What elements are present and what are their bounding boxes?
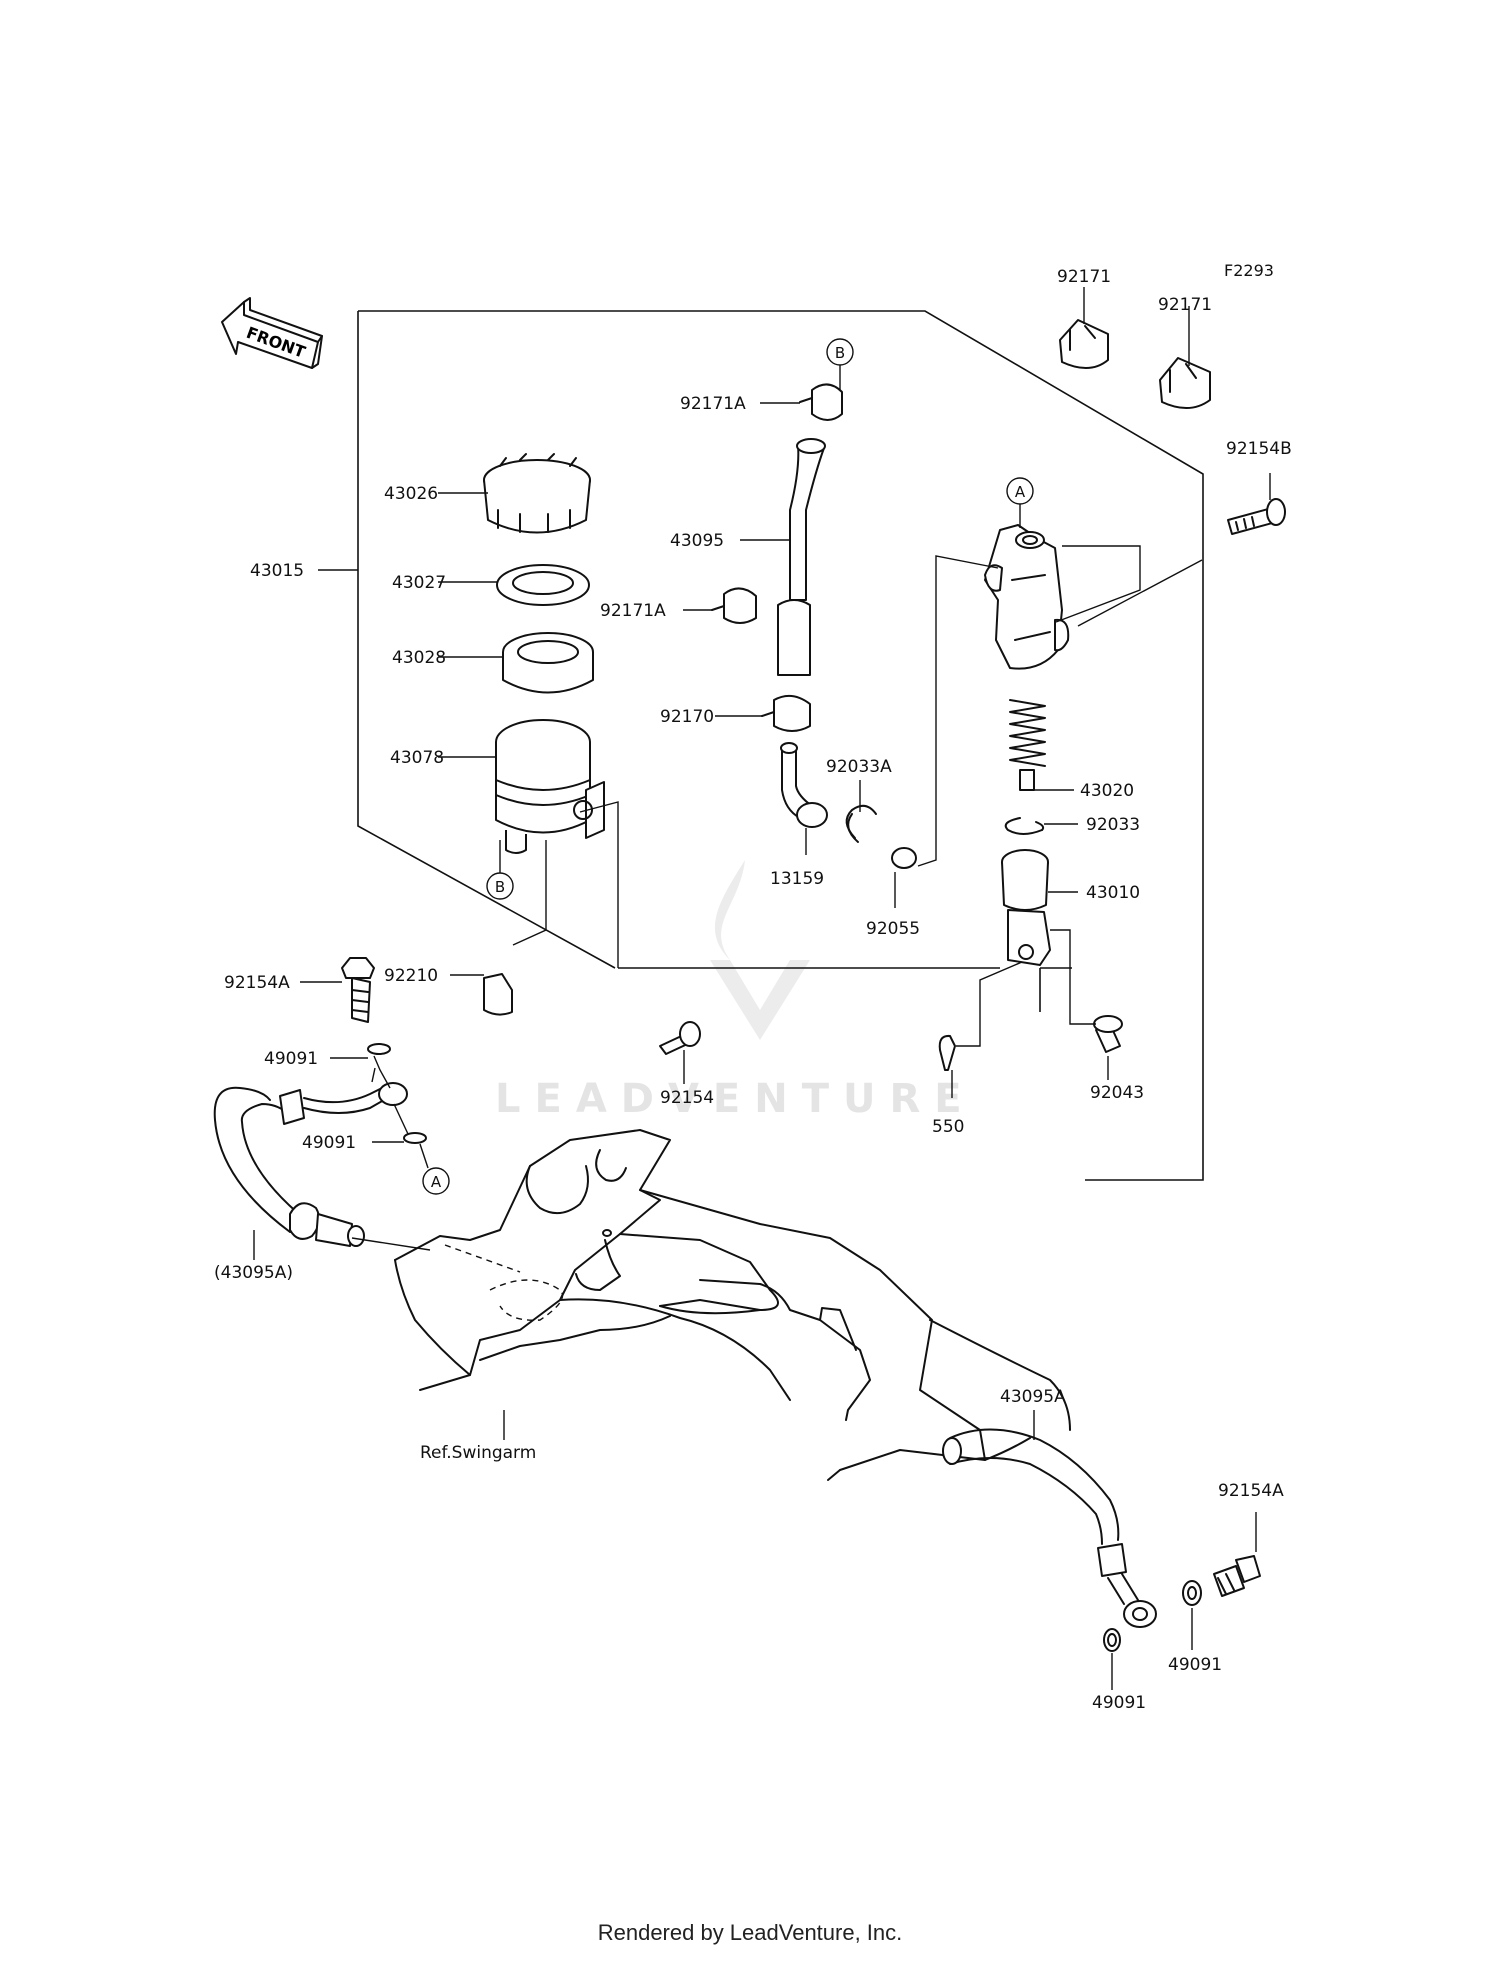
bolt-92154a-left: [341, 957, 375, 1023]
watermark-text: LEADVENTURE: [495, 1076, 976, 1122]
label-92033: 92033: [1086, 815, 1140, 835]
callout-b-reservoir: B: [486, 872, 514, 900]
label-92171-left: 92171: [1057, 267, 1111, 287]
hose-43095: [789, 438, 826, 601]
label-92055: 92055: [866, 919, 920, 939]
label-49091-right-1: 49091: [1168, 1655, 1222, 1675]
clamp-mid: [711, 587, 757, 624]
svg-text:A: A: [431, 1173, 442, 1191]
label-43095a: 43095A: [1000, 1387, 1066, 1407]
footer-credit: Rendered by LeadVenture, Inc.: [597, 1920, 903, 1945]
label-92033a: 92033A: [826, 757, 892, 777]
svg-text:A: A: [1015, 483, 1026, 501]
clamp-top: [799, 383, 843, 421]
clamp-92171-left: [1059, 319, 1109, 369]
label-13159: 13159: [770, 869, 824, 889]
assembly-frame: [357, 310, 1204, 1181]
label-43020: 43020: [1080, 781, 1134, 801]
callout-a-cylinder: A: [1006, 477, 1034, 505]
reservoir-tank: [495, 719, 605, 854]
push-rod-43010: [1001, 849, 1051, 966]
bolt-92154: [659, 1021, 701, 1055]
label-92154a-left: 92154A: [224, 973, 290, 993]
washer-49091-right-2: [1103, 1628, 1121, 1652]
leader-lines: [253, 287, 1271, 1690]
label-550: 550: [932, 1117, 964, 1137]
brake-hose-left: [213, 1082, 408, 1247]
reservoir-cap: [483, 453, 591, 534]
part-labels: 43015 43026 43027 43028 43078 92171A 430…: [214, 267, 1292, 1713]
label-43015: 43015: [250, 561, 304, 581]
bolt-92154b: [1227, 498, 1286, 535]
front-arrow-icon: FRONT: [221, 297, 323, 369]
label-92210: 92210: [384, 966, 438, 986]
label-43028: 43028: [392, 648, 446, 668]
washer-49091-right-1: [1182, 1580, 1202, 1606]
spring-43020: [1009, 699, 1046, 791]
clamp-92171-right: [1159, 357, 1211, 409]
label-43026: 43026: [384, 484, 438, 504]
label-43027: 43027: [392, 573, 446, 593]
label-49091-bottom: 49091: [302, 1133, 356, 1153]
label-92154a-right: 92154A: [1218, 1481, 1284, 1501]
label-92043: 92043: [1090, 1083, 1144, 1103]
washer-49091-top: [367, 1043, 391, 1055]
brake-hose-right: [942, 1428, 1157, 1628]
watermark: LEADVENTURE: [495, 860, 976, 1122]
master-cylinder-body: [984, 524, 1070, 670]
diagram-code: F2293: [1224, 261, 1274, 280]
svg-text:B: B: [835, 344, 845, 362]
callout-a-hose: A: [422, 1167, 450, 1195]
bolt-92154a-right: [1213, 1555, 1261, 1597]
label-43095a-paren: (43095A): [214, 1263, 293, 1283]
label-92170: 92170: [660, 707, 714, 727]
pin-92043: [1093, 1015, 1123, 1053]
label-43010: 43010: [1086, 883, 1140, 903]
label-43078: 43078: [390, 748, 444, 768]
washer-49091-bottom: [403, 1132, 427, 1144]
label-49091-top: 49091: [264, 1049, 318, 1069]
label-43095: 43095: [670, 531, 724, 551]
swingarm: [394, 1129, 1071, 1481]
circlip-92033: [1004, 817, 1045, 835]
circlip-92033a: [845, 804, 877, 843]
diaphragm-plate: [496, 564, 590, 606]
elbow-fitting: [780, 742, 828, 828]
label-ref-swingarm: Ref.Swingarm: [420, 1443, 536, 1463]
hose-joint: [777, 599, 811, 676]
clamp-92170: [761, 694, 811, 732]
label-92154: 92154: [660, 1088, 714, 1108]
cotter-pin-550: [938, 1034, 956, 1071]
grommet-92210: [483, 973, 513, 1016]
label-92171-right: 92171: [1158, 295, 1212, 315]
callout-b-top: B: [826, 338, 854, 366]
label-92171a-top: 92171A: [680, 394, 746, 414]
label-49091-right-2: 49091: [1092, 1693, 1146, 1713]
o-ring-92055: [891, 847, 917, 869]
diaphragm: [502, 632, 594, 694]
label-92171a-mid: 92171A: [600, 601, 666, 621]
label-92154b: 92154B: [1226, 439, 1292, 459]
svg-text:B: B: [495, 878, 505, 896]
